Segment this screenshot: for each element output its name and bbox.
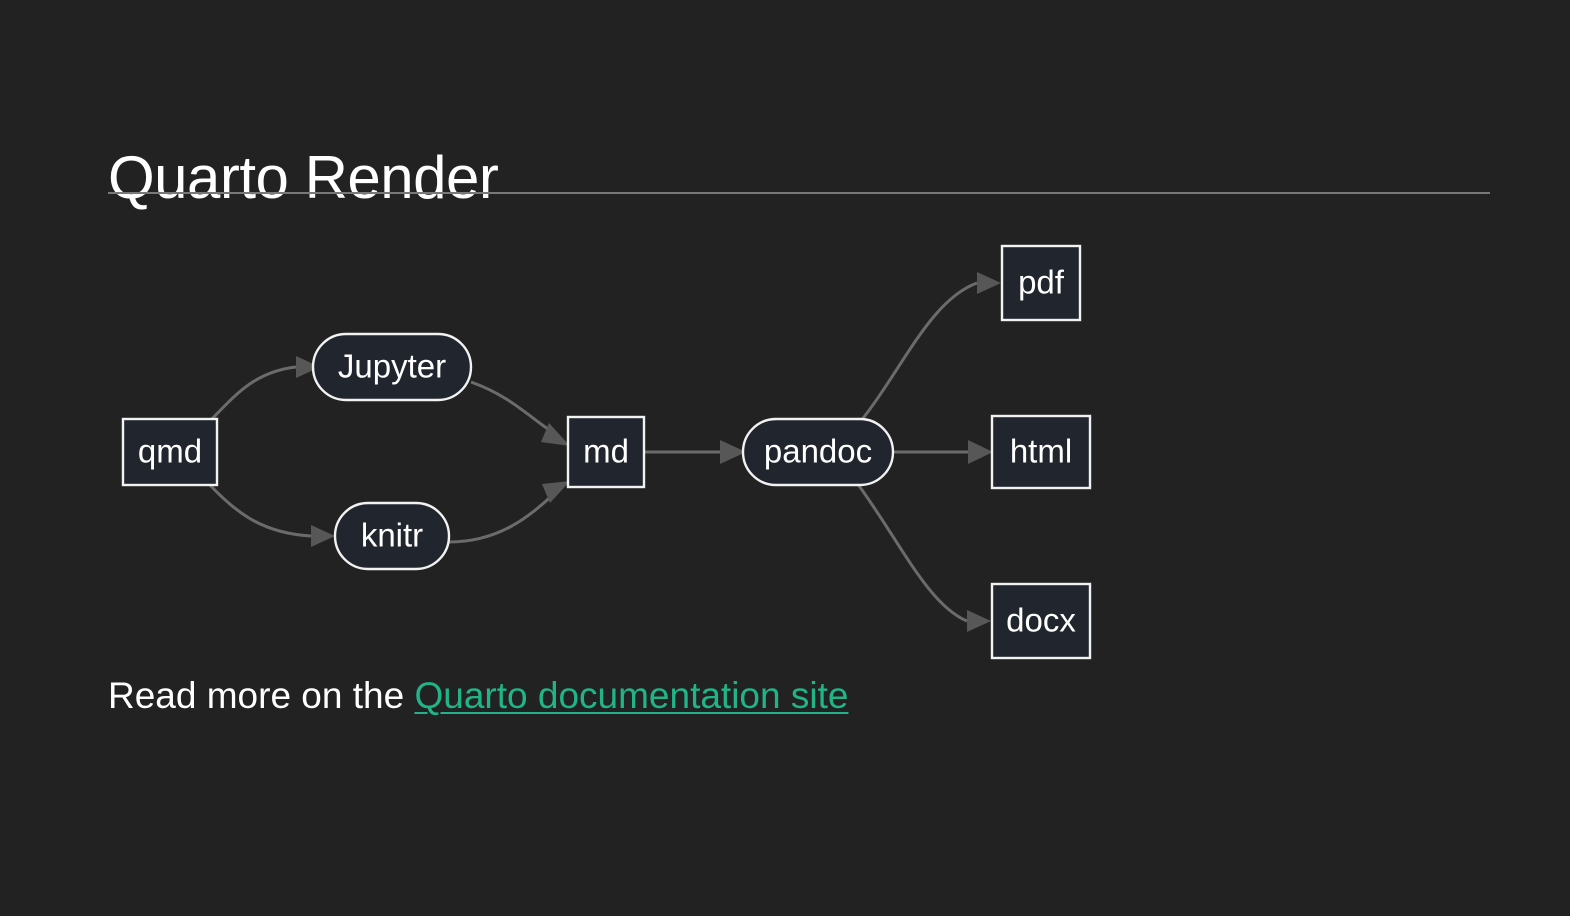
- flowchart-svg: qmd Jupyter knitr md pandoc pdf: [121, 244, 1092, 660]
- footer-lead-text: Read more on the: [108, 675, 415, 716]
- node-knitr-label: knitr: [361, 517, 423, 554]
- title-divider: [108, 192, 1490, 194]
- node-pdf[interactable]: pdf: [1000, 244, 1082, 322]
- quarto-render-flowchart: qmd Jupyter knitr md pandoc pdf: [0, 220, 1570, 670]
- edge-jupyter-to-md: [470, 380, 570, 446]
- edge-pandoc-to-pdf: [858, 272, 1001, 423]
- node-docx[interactable]: docx: [990, 582, 1092, 660]
- node-jupyter-label: Jupyter: [338, 348, 446, 385]
- node-md[interactable]: md: [566, 415, 646, 489]
- node-knitr[interactable]: knitr: [333, 501, 451, 571]
- node-html-label: html: [1010, 433, 1072, 470]
- edge-qmd-to-knitr: [204, 479, 335, 547]
- edge-knitr-to-md: [448, 481, 570, 544]
- node-jupyter[interactable]: Jupyter: [311, 332, 473, 402]
- edge-qmd-to-jupyter: [204, 356, 320, 427]
- node-pandoc-label: pandoc: [764, 433, 872, 470]
- page-title: Quarto Render: [108, 144, 499, 212]
- edge-pandoc-to-docx: [855, 482, 991, 632]
- node-docx-label: docx: [1006, 602, 1076, 639]
- node-pdf-label: pdf: [1018, 264, 1065, 301]
- node-md-label: md: [583, 433, 629, 470]
- edge-md-to-pandoc: [644, 440, 746, 464]
- node-qmd-label: qmd: [138, 433, 202, 470]
- node-html[interactable]: html: [990, 414, 1092, 490]
- node-pandoc[interactable]: pandoc: [741, 417, 895, 487]
- edge-pandoc-to-html: [893, 440, 993, 464]
- node-qmd[interactable]: qmd: [121, 417, 219, 487]
- quarto-documentation-link[interactable]: Quarto documentation site: [414, 675, 849, 716]
- footer-paragraph: Read more on the Quarto documentation si…: [108, 672, 848, 720]
